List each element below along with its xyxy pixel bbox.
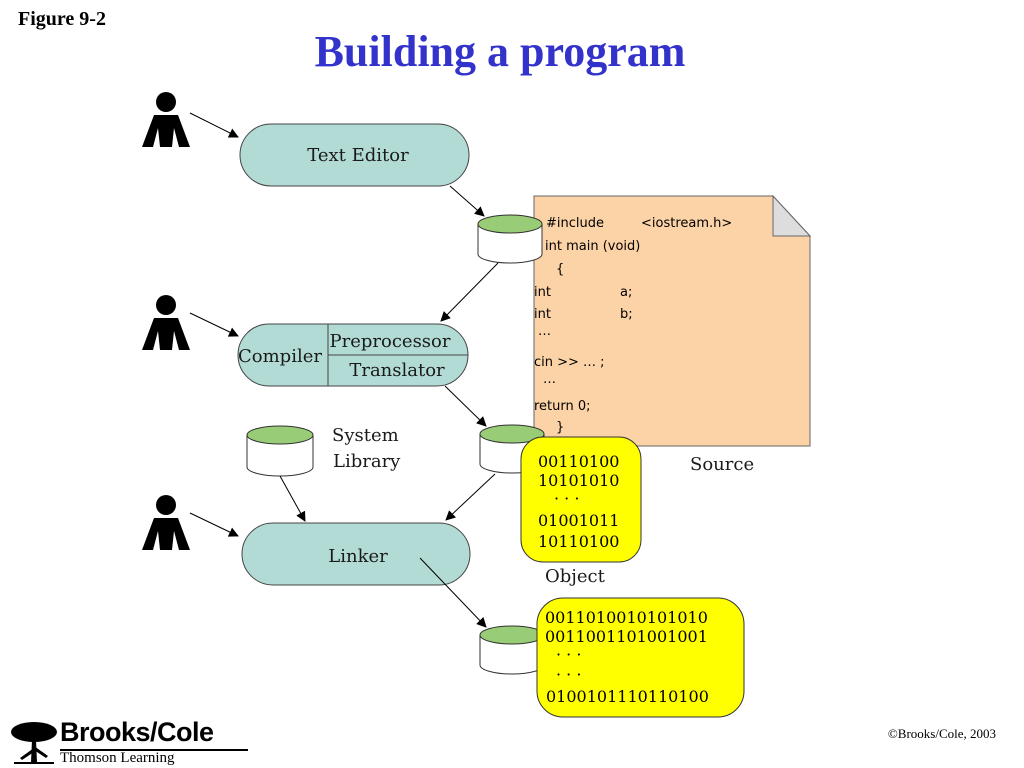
disk-icon [479, 625, 545, 675]
page-title: Building a program [314, 27, 686, 76]
code-line: } [556, 420, 564, 435]
disk-icon [477, 214, 543, 264]
binary-line: · · · [554, 489, 579, 508]
object-label: Object [545, 566, 606, 587]
arrow [419, 557, 487, 628]
code-line: … [538, 324, 551, 339]
code-line: … [543, 372, 556, 387]
code-line: a; [620, 285, 632, 300]
preprocessor-label: Preprocessor [330, 331, 451, 352]
arrow [189, 512, 239, 537]
system-library-label: System [332, 425, 399, 446]
arrow [440, 262, 499, 322]
arrow [279, 475, 306, 522]
executable-code-box: 0011010010101010 0011001101001001 · · · … [536, 597, 745, 718]
binary-line: · · · [556, 645, 581, 664]
copyright: ©Brooks/Cole, 2003 [887, 726, 996, 741]
person-icon [142, 92, 190, 147]
person-icon [142, 495, 190, 550]
code-line: { [556, 262, 564, 277]
text-editor-label: Text Editor [307, 145, 409, 166]
linker-node: Linker [241, 522, 471, 586]
binary-line: · · · [556, 665, 581, 684]
linker-label: Linker [328, 546, 388, 567]
code-line: int main (void) [545, 239, 640, 254]
binary-line: 0011001101001001 [545, 627, 708, 646]
arrow [189, 312, 239, 337]
figure-label: Figure 9-2 [18, 8, 106, 30]
arrow [189, 112, 239, 138]
text-editor-node: Text Editor [239, 123, 470, 187]
compiler-label: Compiler [238, 346, 322, 367]
binary-line: 0011010010101010 [545, 608, 708, 627]
code-line: int [534, 285, 551, 300]
system-library-label: Library [333, 451, 401, 472]
logo-subtitle: Thomson Learning [60, 750, 175, 766]
code-line: int [534, 307, 551, 322]
binary-line: 01001011 [538, 511, 619, 530]
translator-label: Translator [349, 360, 445, 381]
source-label: Source [690, 454, 754, 475]
logo-name: Brooks/Cole [60, 717, 214, 747]
binary-line: 10110100 [538, 532, 619, 551]
arrow [445, 473, 496, 521]
compiler-node: Compiler Preprocessor Translator [237, 323, 469, 387]
person-icon [142, 295, 190, 350]
code-line: b; [620, 307, 633, 322]
arrow [444, 385, 487, 427]
code-line: #include [546, 216, 604, 231]
code-line: return 0; [534, 399, 591, 414]
logo-divider [60, 749, 248, 751]
system-library-disk-icon [246, 425, 314, 477]
binary-line: 10101010 [538, 471, 619, 490]
binary-line: 00110100 [538, 452, 619, 471]
code-line: cin >> … ; [534, 355, 605, 370]
source-document: #include <iostream.h> int main (void) { … [533, 194, 812, 447]
code-line: <iostream.h> [641, 216, 732, 231]
object-code-box: 00110100 10101010 · · · 01001011 1011010… [520, 436, 642, 563]
arrow [449, 185, 485, 217]
tree-icon [11, 722, 57, 764]
binary-line: 0100101110110100 [546, 687, 709, 706]
brooks-cole-logo: Brooks/Cole Thomson Learning [10, 716, 250, 766]
